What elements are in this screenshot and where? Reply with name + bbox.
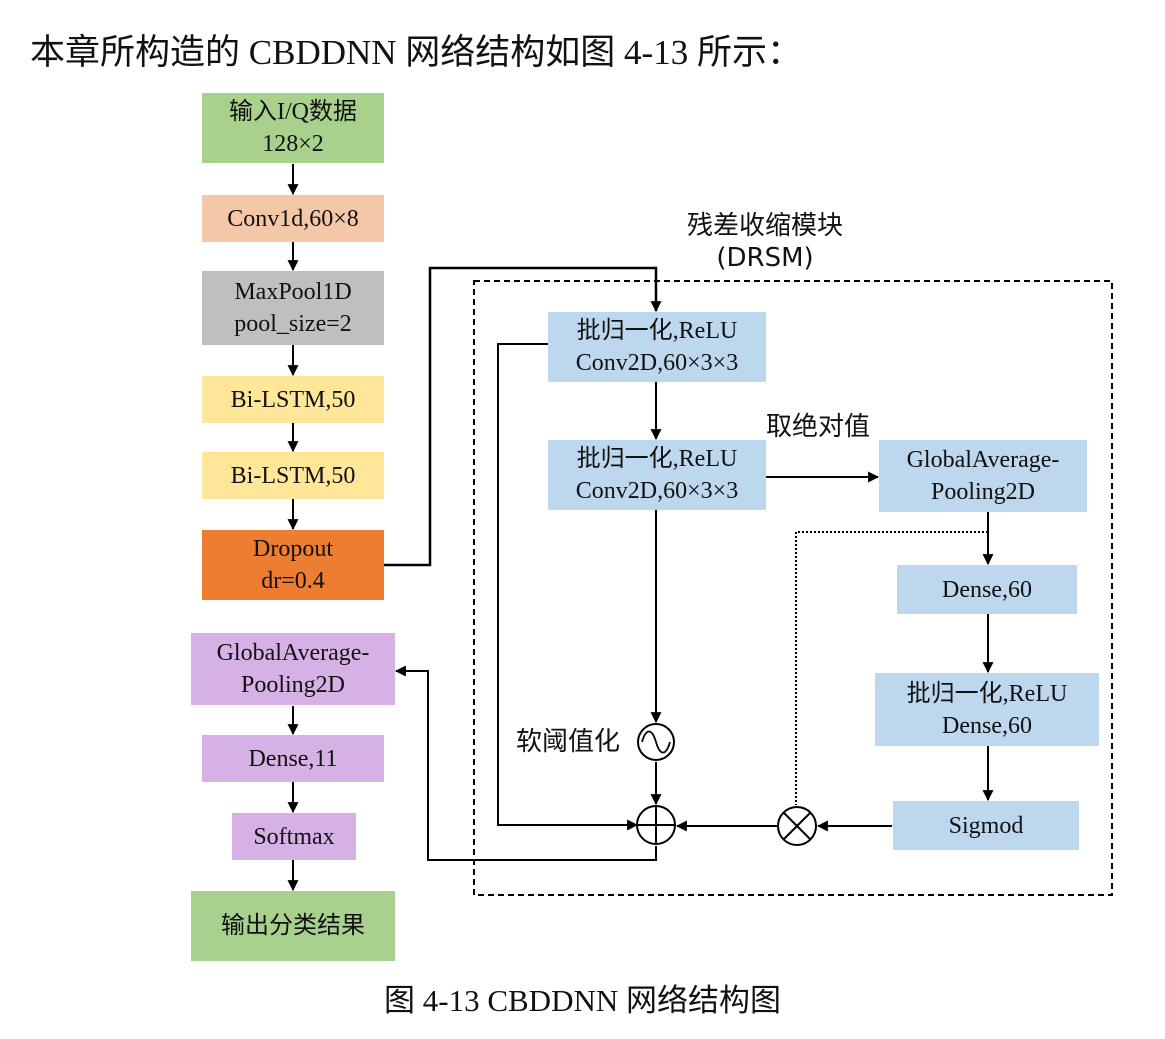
bn-dense60-line2: Dense,60 xyxy=(942,712,1032,739)
bn-dense60-box: 批归一化,ReLU Dense,60 xyxy=(875,673,1099,746)
conv1d-box: Conv1d,60×8 xyxy=(202,195,384,242)
bn-conv2d-2-line2: Conv2D,60×3×3 xyxy=(575,478,739,504)
dropout-box-line1: Dropout xyxy=(253,536,333,562)
bn-conv2d-1-line1: 批归一化,ReLU xyxy=(576,318,738,344)
bilstm2-box: Bi-LSTM,50 xyxy=(202,452,384,499)
maxpool-box-line2: pool_size=2 xyxy=(234,311,352,337)
input-box-line1: 输入I/Q数据 xyxy=(229,99,357,125)
soft-threshold-label: 软阈值化 xyxy=(516,727,621,756)
abs-label: 取绝对值 xyxy=(766,412,871,441)
maxpool-box-line1: MaxPool1D xyxy=(234,279,352,305)
bilstm1-box: Bi-LSTM,50 xyxy=(202,376,384,423)
bn-dense60-line1: 批归一化,ReLU xyxy=(906,680,1068,707)
drsm-gap-line2: Pooling2D xyxy=(930,479,1035,505)
sigmoid-box-label: Sigmod xyxy=(948,812,1024,839)
dense11-box-label: Dense,11 xyxy=(248,745,338,772)
bilstm2-box-label: Bi-LSTM,50 xyxy=(230,462,356,489)
softmax-box-label: Softmax xyxy=(253,823,335,850)
figure-caption: 图 4-13 CBDDNN 网络结构图 xyxy=(384,983,781,1018)
dense11-box: Dense,11 xyxy=(202,735,384,782)
dropout-box-line2: dr=0.4 xyxy=(261,568,325,594)
dense60-box-label: Dense,60 xyxy=(942,576,1032,603)
dense60-box: Dense,60 xyxy=(897,565,1077,614)
input-box: 输入I/Q数据 128×2 xyxy=(202,93,384,163)
dropout-box: Dropout dr=0.4 xyxy=(202,530,384,600)
gap-output-box-line2: Pooling2D xyxy=(240,672,345,698)
output-box: 输出分类结果 xyxy=(191,891,395,961)
input-box-line2: 128×2 xyxy=(262,131,324,157)
drsm-gap-line1: GlobalAverage- xyxy=(906,447,1060,473)
intro-text: 本章所构造的 CBDDNN 网络结构如图 4-13 所示： xyxy=(30,33,802,72)
output-box-label: 输出分类结果 xyxy=(221,913,365,939)
bn-conv2d-2-box: 批归一化,ReLU Conv2D,60×3×3 xyxy=(548,440,766,510)
drsm-title: 残差收缩模块 (DRSM) xyxy=(640,210,890,274)
drsm-title-line2: (DRSM) xyxy=(716,243,814,273)
drsm-frame xyxy=(473,280,1113,896)
softmax-box: Softmax xyxy=(232,813,356,860)
sigmoid-box: Sigmod xyxy=(893,801,1079,850)
maxpool-box: MaxPool1D pool_size=2 xyxy=(202,271,384,345)
bilstm1-box-label: Bi-LSTM,50 xyxy=(230,386,356,413)
gap-output-box-line1: GlobalAverage- xyxy=(216,640,370,666)
drsm-gap-box: GlobalAverage- Pooling2D xyxy=(879,440,1087,512)
bn-conv2d-1-line2: Conv2D,60×3×3 xyxy=(575,350,739,376)
bn-conv2d-2-line1: 批归一化,ReLU xyxy=(576,446,738,472)
bn-conv2d-1-box: 批归一化,ReLU Conv2D,60×3×3 xyxy=(548,312,766,382)
conv1d-box-label: Conv1d,60×8 xyxy=(227,205,359,232)
gap-output-box: GlobalAverage- Pooling2D xyxy=(191,633,395,705)
drsm-title-line1: 残差收缩模块 xyxy=(686,211,843,241)
